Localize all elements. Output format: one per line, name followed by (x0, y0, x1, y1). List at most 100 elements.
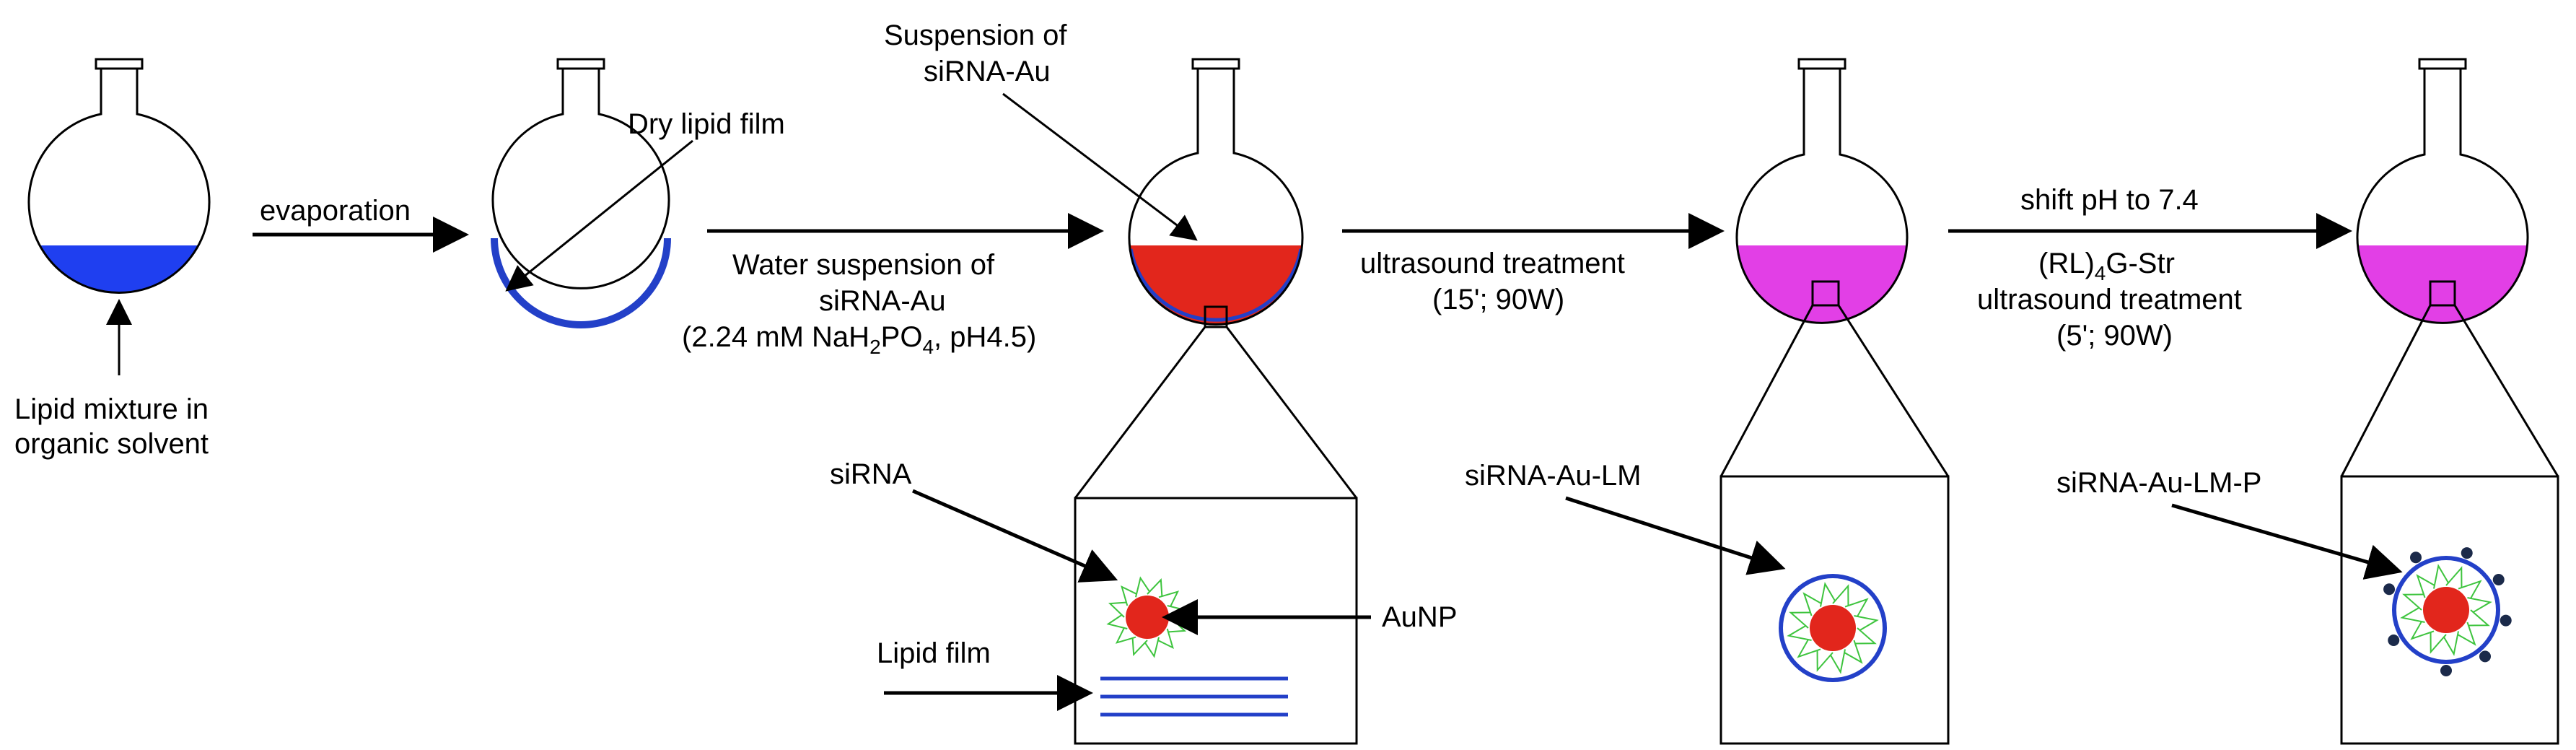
flask-5-lip (2418, 58, 2467, 70)
sirna-strand (2402, 593, 2424, 611)
zoom-line-right-2 (1837, 305, 1950, 477)
flask-3-label-line-2: siRNA-Au (924, 56, 1051, 87)
peptide-dots (2383, 547, 2512, 676)
step-4-peptide: (RL)4G-Str (2038, 248, 2175, 284)
sirna-strand (1820, 582, 1836, 607)
step-evaporation: evaporation (253, 195, 469, 253)
flask-5 (2340, 58, 2559, 477)
zoom-line-right-1 (1225, 326, 1358, 499)
flask-4 (1719, 58, 1950, 477)
inset-2-box (1719, 475, 1950, 745)
sirna-strand (1121, 585, 1136, 606)
flask-5-outline (2356, 69, 2529, 324)
flask-4-zoom-box (1811, 280, 1840, 307)
step-2-line-1: Water suspension of (732, 249, 995, 281)
sirna-strand (1147, 578, 1163, 596)
sirna-strand (1787, 625, 1812, 641)
sirna-strand (2458, 580, 2482, 599)
inset-sirna-au: siRNA AuNP Lipid film (830, 458, 1458, 745)
peptide-dot (2440, 665, 2452, 676)
flask-1-label-line-2: organic solvent (14, 428, 209, 460)
lipid-membrane-2 (1779, 574, 1887, 682)
flask-1-liquid (29, 245, 209, 292)
sirna-au-lm-pointer (1565, 496, 1786, 575)
sirna-strand (1844, 640, 1863, 664)
sirna-strand (2400, 607, 2425, 623)
sirna-strand (1168, 616, 1186, 633)
flask-1: Lipid mixture in organic solvent (14, 58, 211, 460)
sirna-au-lm-p-pointer (2171, 503, 2403, 580)
flask-2: Dry lipid film (491, 58, 785, 328)
zoom-line-left-3 (2340, 305, 2432, 477)
sirna-corona-2 (1787, 582, 1879, 674)
step-4-top: shift pH to 7.4 (2020, 184, 2199, 216)
inset-1-box (1074, 497, 1358, 745)
step-1-label: evaporation (260, 195, 411, 227)
step-3-line-2: (15'; 90W) (1432, 284, 1564, 315)
flask-3-zoom-box (1204, 305, 1228, 328)
lipid-membrane-3 (2392, 556, 2500, 664)
peptide-dot (2479, 650, 2491, 663)
step-2-line-2: siRNA-Au (819, 285, 946, 317)
sirna-strand (1131, 638, 1148, 656)
step-4-line-2: (5'; 90W) (2056, 320, 2173, 352)
step-3-line-1: ultrasound treatment (1360, 248, 1625, 279)
step-water-suspension: Water suspension of siRNA-Au (2.24 mM Na… (682, 213, 1104, 358)
aunp-core-3 (2423, 587, 2469, 633)
flask-2-pointer (505, 139, 693, 292)
zoom-line-right-3 (2453, 305, 2559, 477)
inset-sirna-au-lm-p: siRNA-Au-LM-P (2056, 467, 2559, 745)
sirna-strand (1832, 584, 1849, 606)
flask-3-pointer (1002, 92, 1198, 241)
step-4-line-1: ultrasound treatment (1977, 284, 2242, 315)
sirna-strand (1855, 627, 1877, 645)
flask-3-film (1129, 248, 1303, 322)
step-ultrasound-1: ultrasound treatment (15'; 90W) (1342, 213, 1725, 315)
peptide-dot (2410, 551, 2422, 564)
sirna-strand (1830, 649, 1846, 674)
label-aunp: AuNP (1382, 601, 1458, 633)
inset-3-box (2340, 475, 2559, 745)
label-lipid-film: Lipid film (877, 637, 991, 669)
sirna-strand (1789, 611, 1810, 629)
flask-4-outline (1735, 69, 1909, 324)
sirna-strand (2457, 622, 2476, 646)
sirna-strand (2416, 574, 2435, 598)
sirna-strand (2430, 632, 2447, 654)
sirna-strand (1135, 576, 1150, 598)
step-shift-ph: shift pH to 7.4 (RL)4G-Str ultrasound tr… (1948, 184, 2352, 352)
flask-5-zoom-box (2429, 280, 2456, 307)
zoom-line-left-2 (1719, 305, 1814, 477)
flask-2-outline (491, 69, 670, 289)
flask-2-label: Dry lipid film (628, 108, 785, 140)
sirna-strand (1797, 639, 1821, 658)
aunp-core-2 (1810, 605, 1856, 651)
sirna-strand (1816, 650, 1834, 672)
sirna-strand (1802, 592, 1822, 616)
flask-2-lip (556, 58, 605, 70)
flask-1-label-line-1: Lipid mixture in (14, 393, 209, 425)
label-sirna-au-lm-p: siRNA-Au-LM-P (2056, 467, 2261, 499)
inset-sirna-au-lm: siRNA-Au-LM (1465, 460, 1950, 745)
sirna-strand (2468, 609, 2490, 627)
aunp-core-1 (1126, 596, 1169, 639)
flask-1-lip (95, 58, 144, 70)
flask-3: Suspension of siRNA-Au (884, 19, 1358, 499)
peptide-dot (2500, 614, 2512, 627)
sirna-strand (2410, 621, 2435, 640)
sirna-strand (2445, 566, 2463, 588)
step-2-condition: (2.24 mM NaH2PO4, pH4.5) (682, 321, 1036, 358)
sirna-corona-3 (2400, 564, 2492, 656)
sirna-strand (2433, 564, 2449, 589)
sirna-strand (1144, 637, 1160, 658)
peptide-dot (2383, 583, 2396, 596)
flask-1-outline (27, 69, 211, 294)
sirna-strand (2443, 631, 2459, 656)
peptide-dot (2461, 547, 2473, 559)
sirna-strand (1115, 628, 1136, 644)
sirna-strand (1106, 614, 1128, 629)
sirna-strand (1844, 598, 1869, 617)
label-sirna-au-lm: siRNA-Au-LM (1465, 460, 1641, 492)
flask-4-lip (1797, 58, 1846, 70)
